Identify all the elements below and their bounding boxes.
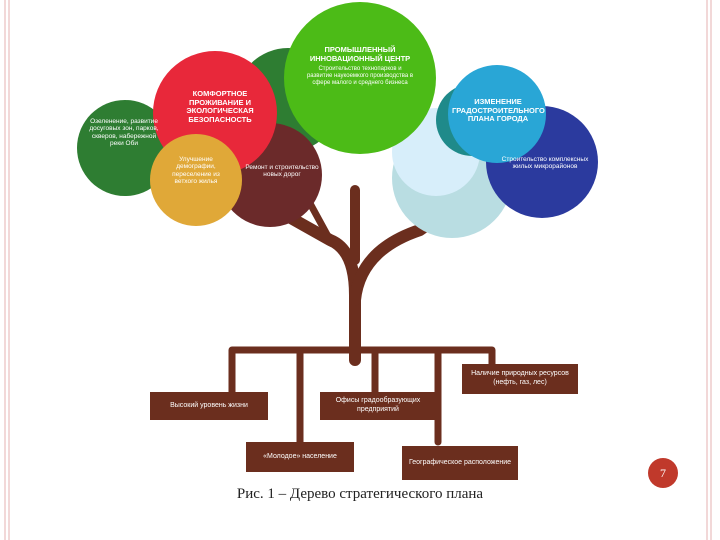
housing-text: Улучшение демографии, переселение из вет…	[172, 156, 220, 186]
innovation-title-text: ПРОМЫШЛЕННЫЙ ИННОВАЦИОННЫЙ ЦЕНТР	[309, 45, 411, 63]
roads-text: Ремонт и строительство новых дорог	[245, 164, 319, 179]
greening-circle	[77, 100, 173, 196]
comfort-title: КОМФОРТНОЕ ПРОЖИВАНИЕ И ЭКОЛОГИЧЕСКАЯ БЕ…	[170, 89, 270, 125]
root-natural-resources: Наличие природных ресурсов (нефть, газ, …	[462, 364, 578, 394]
comfort-title-text: КОМФОРТНОЕ ПРОЖИВАНИЕ И ЭКОЛОГИЧЕСКАЯ БЕ…	[186, 89, 254, 124]
urban-plan-title-text: ИЗМЕНЕНИЕ ГРАДОСТРОИТЕЛЬНОГО ПЛАНА ГОРОД…	[452, 97, 545, 124]
housing-circle	[150, 134, 242, 226]
urban-plan-title: ИЗМЕНЕНИЕ ГРАДОСТРОИТЕЛЬНОГО ПЛАНА ГОРОД…	[452, 97, 545, 124]
root-city-offices: Офисы градообразующих предприятий	[320, 392, 436, 420]
urban-plan-circle	[448, 65, 546, 163]
page-number-badge: 7	[648, 458, 678, 488]
innovation-circle	[284, 2, 436, 154]
innovation-title: ПРОМЫШЛЕННЫЙ ИННОВАЦИОННЫЙ ЦЕНТР	[300, 45, 420, 63]
tree-roots	[228, 346, 496, 446]
greening-text: Озеленение, развитие досуговых зон, парк…	[89, 118, 159, 148]
root-geography: Географическое расположение	[402, 446, 518, 480]
districts-text: Строительство комплексных жилых микрорай…	[501, 156, 589, 171]
root-living-standard: Высокий уровень жизни	[150, 392, 268, 420]
root-young-population: «Молодое» население	[246, 442, 354, 472]
innovation-text: Строительство технопарков и развитие нау…	[306, 66, 414, 86]
figure-caption: Рис. 1 – Дерево стратегического плана	[236, 486, 484, 502]
